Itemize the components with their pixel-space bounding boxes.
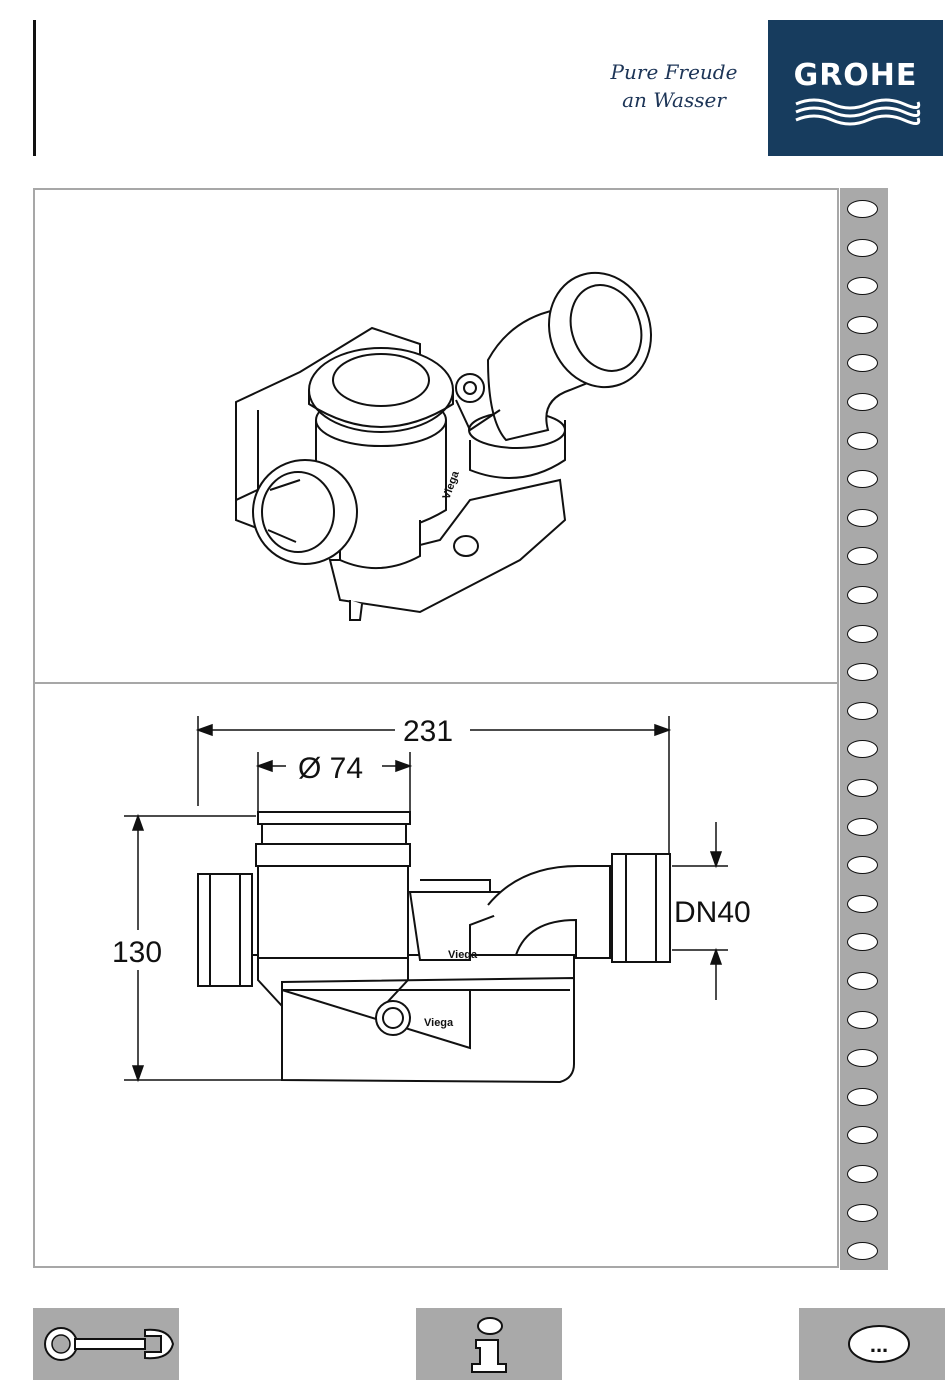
- width-dimension-label: 231: [403, 715, 453, 748]
- tools-button[interactable]: [33, 1308, 179, 1380]
- diameter-dimension-label: Ø 74: [298, 752, 363, 785]
- connection-size-label: DN40: [674, 896, 751, 929]
- height-dimension-label: 130: [112, 936, 162, 969]
- more-button[interactable]: ...: [799, 1308, 945, 1380]
- side-view-drawing: [198, 812, 670, 1082]
- info-button[interactable]: [416, 1308, 562, 1380]
- info-icon: [416, 1308, 562, 1380]
- ellipsis-icon: ...: [799, 1308, 945, 1380]
- wrench-icon: [33, 1308, 179, 1380]
- product-illustration: [236, 258, 667, 620]
- maker-mark-base: Viega: [424, 1017, 454, 1029]
- more-label: ...: [870, 1332, 888, 1357]
- maker-mark-trap: Viega: [448, 949, 478, 961]
